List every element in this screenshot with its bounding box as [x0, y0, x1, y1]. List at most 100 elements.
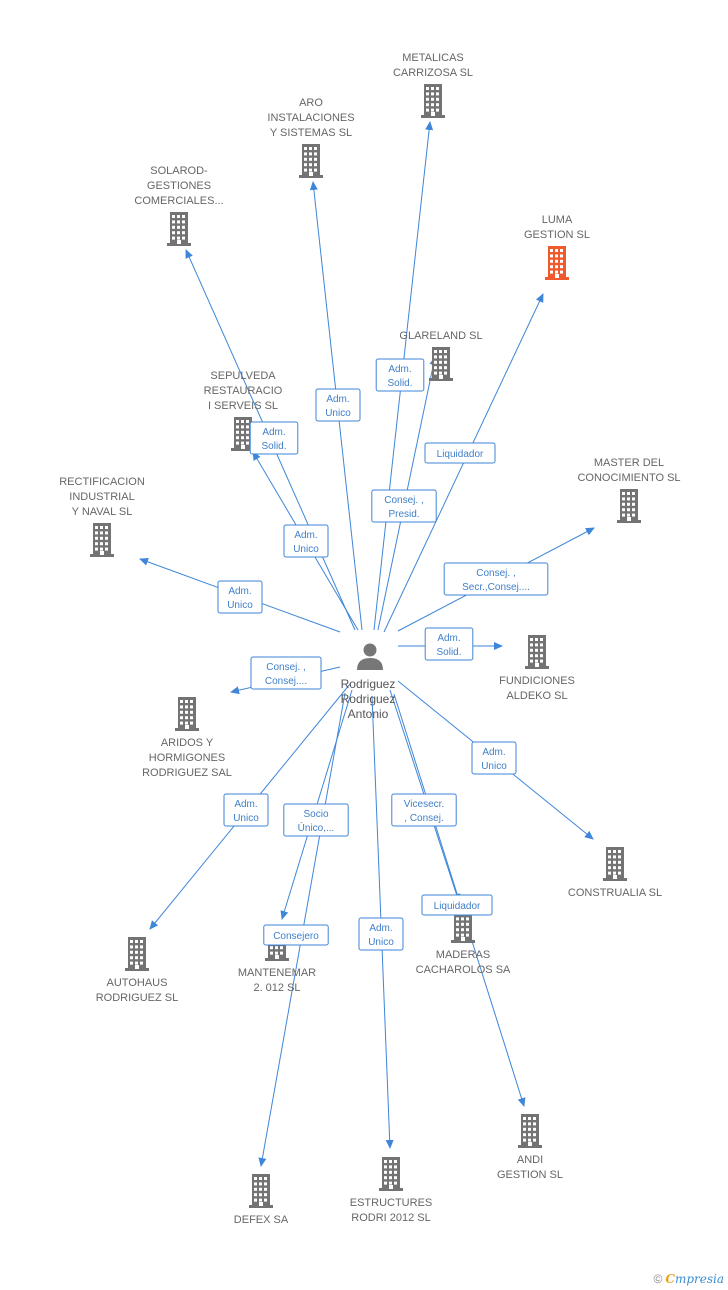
relation-text: Socio	[303, 809, 328, 820]
relation-text: Solid.	[261, 441, 286, 452]
relation-text: Vicesecr.	[404, 799, 444, 810]
relation-text: , Consej.	[404, 813, 443, 824]
company-name-line: DEFEX SA	[234, 1214, 289, 1226]
relation-text: Adm.	[388, 364, 411, 375]
relation-box	[421, 894, 493, 916]
relation-text: Solid.	[387, 378, 412, 389]
company-name-line: RESTAURACIO	[204, 385, 283, 397]
relation-label-andi[interactable]: Liquidador	[421, 894, 493, 916]
building-icon[interactable]	[518, 1114, 542, 1148]
relation-text: Liquidador	[437, 449, 484, 460]
relation-label-construalia[interactable]: Adm.Unico	[471, 741, 517, 775]
company-name-line: CACHAROLOS SA	[416, 964, 511, 976]
company-name-line: Y NAVAL SL	[72, 506, 133, 518]
company-name-line: RODRIGUEZ SL	[96, 992, 179, 1004]
person-icon	[357, 643, 383, 670]
relation-label-metalicas[interactable]: Adm. Solid.	[375, 358, 425, 392]
relation-label-sepulveda[interactable]: Adm.Unico	[283, 524, 329, 558]
company-name-line: GESTIONES	[147, 180, 211, 192]
company-node-solarod[interactable]: SOLAROD-GESTIONESCOMERCIALES...	[134, 165, 224, 246]
company-node-construalia[interactable]: CONSTRUALIA SL	[568, 847, 662, 899]
relation-text: Presid.	[388, 509, 419, 520]
building-icon[interactable]	[525, 635, 549, 669]
relation-label-mantenemar[interactable]: SocioÚnico,...	[283, 803, 349, 837]
relation-text: Adm.	[326, 394, 349, 405]
relation-box	[223, 793, 269, 827]
relation-text: Liquidador	[434, 901, 481, 912]
company-node-glareland[interactable]: GLARELAND SL	[399, 330, 483, 381]
relation-label-aridos[interactable]: Consej. ,Consej....	[250, 656, 322, 690]
company-node-defex[interactable]: DEFEX SA	[234, 1174, 289, 1226]
company-name-line: MADERAS	[436, 949, 490, 961]
relation-box	[283, 803, 349, 837]
relation-label-fundiciones[interactable]: Adm.Solid.	[424, 627, 474, 661]
company-name-line: ARIDOS Y	[161, 737, 214, 749]
building-icon[interactable]	[603, 847, 627, 881]
building-icon[interactable]	[90, 523, 114, 557]
building-icon[interactable]	[231, 417, 255, 451]
company-node-rectificacion[interactable]: RECTIFICACION INDUSTRIAL Y NAVAL SL	[59, 476, 145, 557]
relation-label-master[interactable]: Consej. ,Secr.,Consej....	[443, 562, 549, 596]
relation-label-luma[interactable]: Liquidador	[424, 442, 496, 464]
relation-label-defex[interactable]: Consejero	[263, 924, 329, 946]
building-icon[interactable]	[175, 697, 199, 731]
company-node-maderas[interactable]: MADERAS CACHAROLOS SA	[416, 909, 511, 976]
company-name-line: CARRIZOSA SL	[393, 67, 473, 79]
company-name-line: RODRI 2012 SL	[351, 1212, 430, 1224]
relation-box	[375, 358, 425, 392]
relation-text: Unico	[325, 408, 351, 419]
building-icon[interactable]	[421, 84, 445, 118]
relation-label-solarod[interactable]: Adm.Solid.	[249, 421, 299, 455]
relation-label-maderas[interactable]: Vicesecr. , Consej.	[391, 793, 457, 827]
relation-text: Adm.	[437, 633, 460, 644]
company-name-line: INDUSTRIAL	[69, 491, 134, 503]
relation-label-estructures[interactable]: Adm.Unico	[358, 917, 404, 951]
building-icon[interactable]	[299, 144, 323, 178]
company-name-line: LUMA	[542, 214, 573, 226]
brand-logo-initial: C	[665, 1272, 675, 1286]
building-icon[interactable]	[249, 1174, 273, 1208]
company-name-line: SEPULVEDA	[210, 370, 276, 382]
company-name-line: GESTION SL	[497, 1169, 563, 1181]
company-name-line: ALDEKO SL	[506, 690, 567, 702]
company-name-line: GLARELAND SL	[399, 330, 482, 342]
building-icon[interactable]	[167, 212, 191, 246]
company-name-line: CONOCIMIENTO SL	[577, 472, 680, 484]
relation-label-glareland[interactable]: Consej. ,Presid.	[371, 489, 437, 523]
relation-text: Consej. ,	[266, 662, 305, 673]
company-name-line: ARO	[299, 97, 323, 109]
company-name-line: ESTRUCTURES	[350, 1197, 433, 1209]
relation-label-autohaus[interactable]: Adm.Unico	[223, 793, 269, 827]
building-icon[interactable]	[125, 937, 149, 971]
relation-box	[283, 524, 329, 558]
copyright-symbol: ©	[653, 1272, 663, 1286]
relation-text: Único,...	[298, 821, 335, 834]
relation-box	[249, 421, 299, 455]
company-node-fundiciones[interactable]: FUNDICIONES ALDEKO SL	[499, 635, 575, 702]
building-icon[interactable]	[545, 246, 569, 280]
relation-label-rectificacion[interactable]: Adm.Unico	[217, 580, 263, 614]
building-icon[interactable]	[429, 347, 453, 381]
relation-box	[443, 562, 549, 596]
company-name-line: FUNDICIONES	[499, 675, 575, 687]
building-icon[interactable]	[617, 489, 641, 523]
relation-label-aro[interactable]: Adm. Unico	[315, 388, 361, 422]
company-name-line: 2. 012 SL	[253, 982, 300, 994]
company-name-line: RODRIGUEZ SAL	[142, 767, 232, 779]
relation-text: Unico	[368, 937, 394, 948]
footer-brand[interactable]: ©Cmpresia	[654, 1272, 724, 1286]
company-name-line: RECTIFICACION	[59, 476, 145, 488]
building-icon[interactable]	[379, 1157, 403, 1191]
relation-text: Unico	[227, 600, 253, 611]
company-node-estructures[interactable]: ESTRUCTURES RODRI 2012 SL	[350, 1157, 433, 1224]
